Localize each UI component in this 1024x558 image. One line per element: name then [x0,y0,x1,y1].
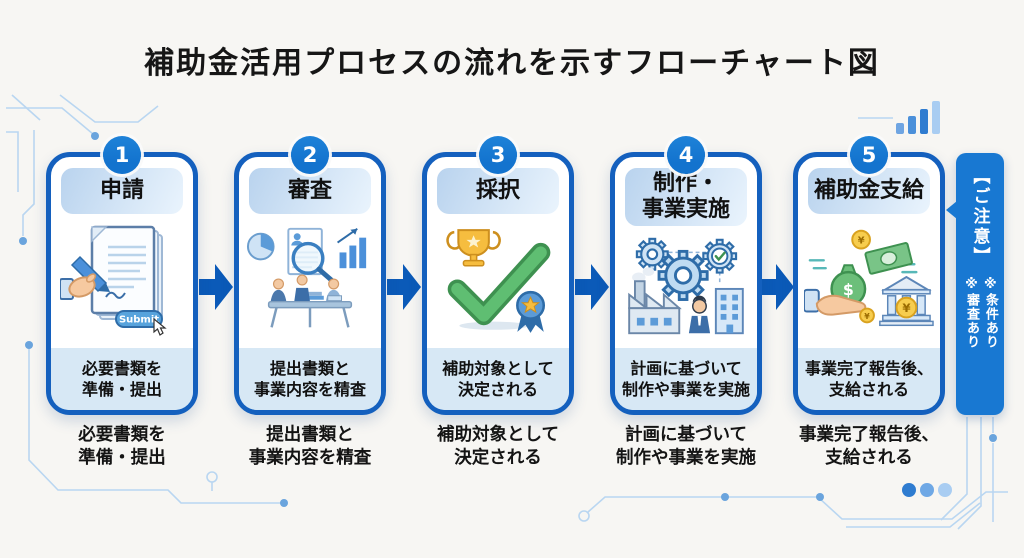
step-number-badge: 1 [103,136,141,174]
review-illustration [239,214,381,348]
flow-arrow [387,264,421,310]
step-number-badge: 5 [850,136,888,174]
meeting-table-icon [267,274,353,328]
step-number-badge: 3 [479,136,517,174]
svg-text:¥: ¥ [864,312,870,321]
callout-tail [946,201,957,219]
payment-illustration: ¥ $ ¥ [798,214,940,348]
checkmark-icon [447,242,551,326]
banknote-icon [864,242,913,275]
step-caption: 提出書類と 事業内容を精査 [248,425,372,469]
office-building-icon [714,287,744,335]
step-caption: 事業完了報告後、 支給される [799,425,939,469]
rosette-badge-icon [516,290,546,333]
step-caption: 補助対象として 決定される [437,425,559,469]
trophy-icon [446,229,501,267]
step-description: 計画に基づいて 制作や事業を実施 [615,348,757,410]
step-card-payment: 5 補助金支給 ¥ $ [793,136,945,415]
gear-icon [635,237,669,271]
step-description: 必要書類を 準備・提出 [51,348,193,410]
step-card-review: 2 審査 [234,136,386,415]
step-description: 事業完了報告後、 支給される [798,348,940,410]
dots-decoration [902,483,952,497]
step-description: 提出書類と 事業内容を精査 [239,348,381,410]
flow-arrow [760,264,794,310]
step-title: 採択 [437,168,559,214]
hand-icon [804,288,867,316]
notice-callout: 【ご注意】 ※条件あり ※審査あり [946,153,1004,415]
notice-items: ※条件あり ※審査あり [961,277,999,349]
svg-text:Submit: Submit [119,315,159,326]
circuit-node-dots [19,132,997,507]
bar-chart-icon [337,227,367,269]
page-title: 補助金活用プロセスの流れを示すフローチャート図 [144,46,880,81]
hand-icon [60,273,97,300]
notice-heading: 【ご注意】 [969,167,990,267]
cursor-icon [153,317,167,336]
bank-icon: ¥ [879,275,934,327]
step-number-badge: 2 [291,136,329,174]
step-title: 審査 [249,168,371,214]
step-card-adoption: 3 採択 [422,136,574,415]
gear-check-icon [702,238,738,274]
coin-icon: ¥ [859,307,875,324]
submit-button-graphic: Submit [115,310,167,336]
pen-icon [70,255,110,293]
step-caption: 必要書類を 準備・提出 [78,425,166,469]
step-caption: 計画に基づいて 制作や事業を実施 [616,425,756,469]
implementation-illustration [615,226,757,348]
application-illustration: Submit [51,214,193,348]
document-icon [90,225,163,320]
step-title: 制作・ 事業実施 [625,168,747,226]
step-description: 補助対象として 決定される [427,348,569,410]
svg-text:¥: ¥ [902,301,911,315]
notice-item: ※条件あり [982,277,998,349]
step-title: 申請 [61,168,183,214]
pie-chart-icon [246,232,275,261]
svg-text:¥: ¥ [858,236,865,247]
svg-text:$: $ [843,280,854,299]
bar-chart-decoration-icon [896,101,940,134]
flow-arrow [575,264,609,310]
businessman-icon [688,295,711,334]
factory-icon [628,267,682,335]
flow-arrow [199,264,233,310]
step-card-implementation: 4 制作・ 事業実施 [610,136,762,415]
shadow [459,321,529,330]
notice-item: ※審査あり [964,277,979,349]
step-title: 補助金支給 [808,168,930,214]
step-card-application: 1 申請 [46,136,198,415]
gear-icon [657,249,709,301]
adoption-illustration [427,214,569,348]
coin-icon: ¥ [851,229,871,250]
step-number-badge: 4 [667,136,705,174]
